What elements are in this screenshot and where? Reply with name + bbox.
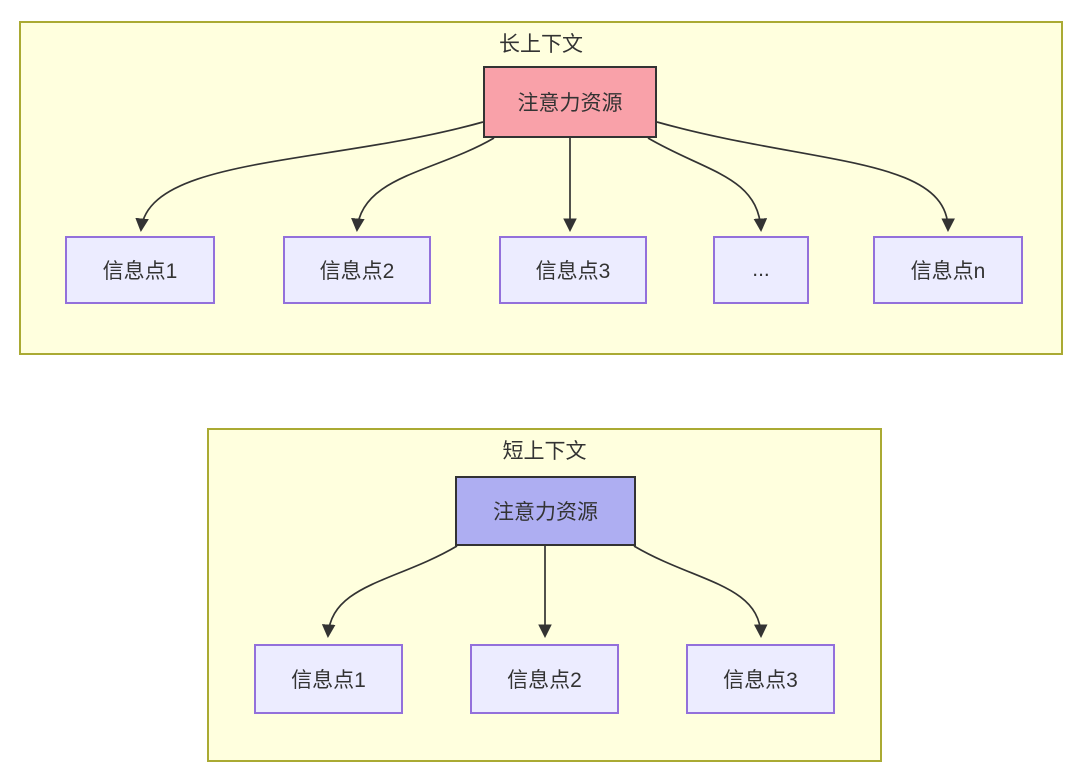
edge-long-attention-to-info1 xyxy=(135,121,484,233)
node-long-info3: 信息点3 xyxy=(499,236,647,304)
edge-short-attention-to-info3 xyxy=(633,545,768,639)
edge-long-attention-to-info2 xyxy=(351,137,495,233)
edge-long-attention-to-ellipsis xyxy=(647,137,768,233)
node-long-infon: 信息点n xyxy=(873,236,1023,304)
node-short-info3: 信息点3 xyxy=(686,644,835,714)
cluster-long-title: 长上下文 xyxy=(499,33,583,56)
edge-short-attention-to-info1 xyxy=(321,545,458,639)
edge-long-attention-to-infon xyxy=(656,121,955,233)
cluster-short-title: 短上下文 xyxy=(502,440,587,463)
node-long-info2: 信息点2 xyxy=(283,236,431,304)
node-short-info1: 信息点1 xyxy=(254,644,403,714)
node-long-attention-resource: 注意力资源 xyxy=(483,66,657,138)
node-short-info2: 信息点2 xyxy=(470,644,619,714)
node-short-attention-resource: 注意力资源 xyxy=(455,476,636,546)
node-long-info1: 信息点1 xyxy=(65,236,215,304)
node-long-ellipsis: ... xyxy=(713,236,809,304)
